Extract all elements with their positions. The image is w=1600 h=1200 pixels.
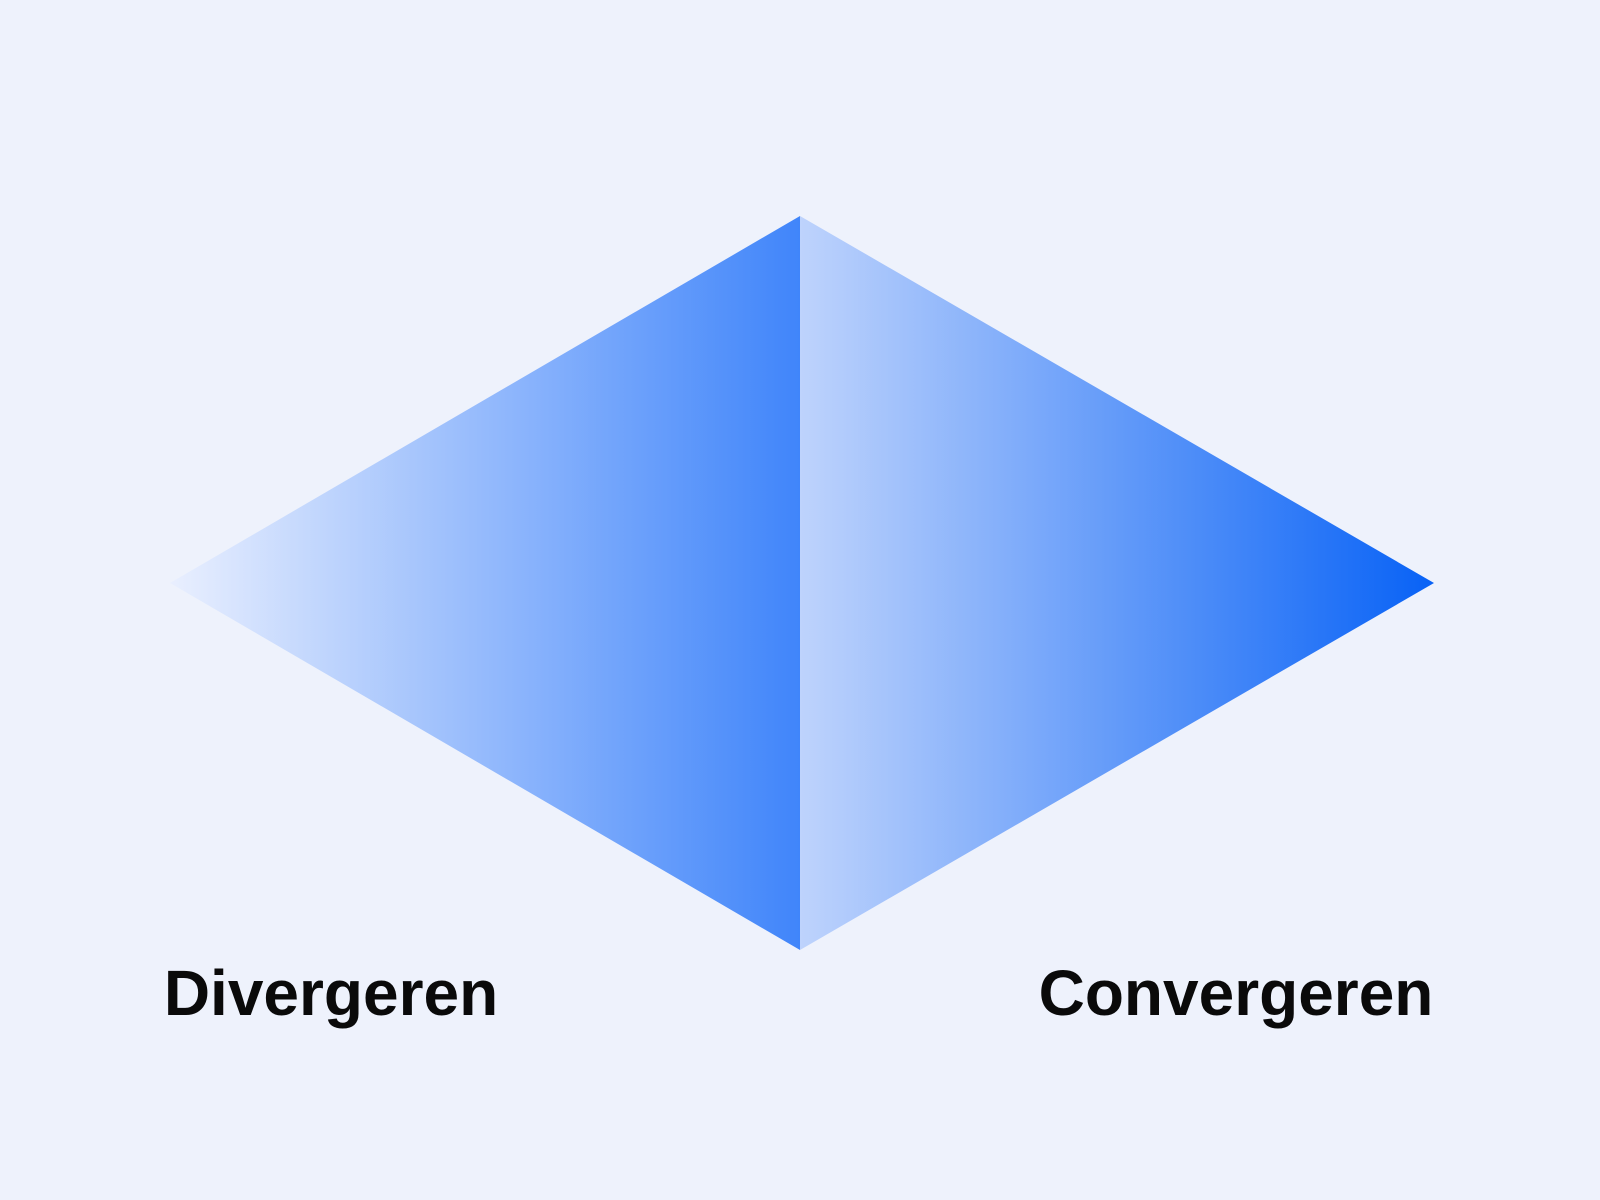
convergeren-label: Convergeren [1038, 957, 1434, 1029]
convergeren-triangle [800, 216, 1434, 950]
divergeren-triangle [170, 216, 800, 950]
divergeren-label: Divergeren [163, 957, 499, 1029]
